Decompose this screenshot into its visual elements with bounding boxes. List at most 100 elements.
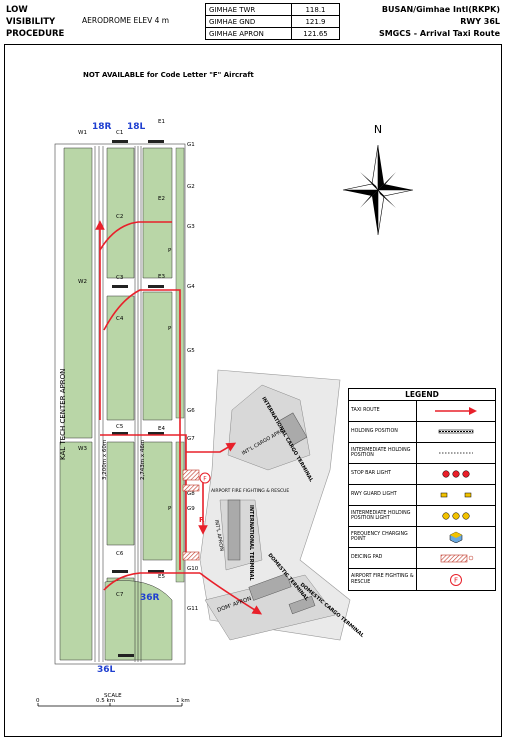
taxiway-g9-label: G9 [187, 506, 195, 512]
runway-label-36l: 36L [97, 665, 116, 675]
title-line: LOW [6, 5, 28, 15]
legend-row: AIRPORT FIRE FIGHTING & RESCUE F [349, 569, 495, 590]
taxiway-g2-label: G2 [187, 184, 195, 190]
taxiway-g6-label: G6 [187, 408, 195, 414]
taxiway-e2-label: E2 [158, 196, 165, 202]
taxi-route [95, 220, 263, 615]
route-segment [186, 442, 237, 453]
taxiway-e1-label: E1 [158, 119, 165, 125]
legend: LEGEND TAXI ROUTE HOLDING POSITION INTER… [348, 388, 496, 591]
domestic-cargo-bldg [288, 595, 316, 615]
grass-area [142, 147, 173, 279]
taxiway-e3-label: E3 [158, 274, 165, 280]
legend-label: HOLDING POSITION [349, 422, 417, 442]
freq-name: GIMHAE APRON [205, 27, 292, 40]
deicing-pad [182, 551, 200, 561]
airfield [54, 143, 186, 665]
legend-row: DEICING PAD [349, 548, 495, 569]
hold-letter: P [168, 326, 172, 332]
rwy-guard-light-icon [417, 485, 495, 505]
taxiway-g10-label: G10 [187, 566, 199, 572]
grass-area [104, 580, 173, 661]
taxiway-w3-label: W3 [78, 446, 87, 452]
scale-tick-label: 0 [36, 698, 40, 704]
taxi-route-icon [417, 401, 495, 421]
intl-terminal-label: INTERNATIONAL TERMINAL [248, 505, 254, 581]
intl-cargo-apron [227, 384, 311, 471]
scale-tick-label: 1 km [176, 698, 190, 704]
holding-position [148, 432, 164, 435]
scale-tick-label: 0.5 km [96, 698, 115, 704]
deicing-pad [182, 469, 200, 481]
grass-area [106, 295, 135, 421]
procedure-name: SMGCS - Arrival Taxi Route [378, 29, 500, 38]
runway-label-18r: 18R [92, 122, 112, 132]
legend-label: DEICING PAD [349, 548, 417, 568]
fire-station-letter: F [203, 476, 207, 483]
taxiway-g11-label: G11 [187, 606, 198, 612]
chart-frame [4, 44, 502, 737]
grass-area [142, 441, 173, 561]
grass-area [106, 441, 135, 546]
intl-cargo-terminal-bldg [278, 412, 308, 446]
taxiway-w1-label: W1 [78, 130, 87, 136]
procedure-title: LOW VISIBILITY PROCEDURE [6, 4, 64, 40]
grass-area [59, 441, 93, 661]
taxiway-labels: C1 C2 C3 C4 C5 C6 C7 E1 E2 E3 E4 E5 G1 G… [78, 119, 199, 612]
intermediate-holding-icon [417, 443, 495, 463]
legend-title: LEGEND [349, 389, 495, 401]
holding-positions [112, 140, 164, 657]
code-f-notice: NOT AVAILABLE for Code Letter "F" Aircra… [83, 71, 254, 79]
chart-identification: BUSAN/Gimhae Intl(RKPK) RWY 36L SMGCS - … [379, 4, 500, 40]
taxiway-c7-label: C7 [116, 592, 124, 598]
airport-name: BUSAN/Gimhae Intl(RKPK) [381, 5, 500, 14]
fire-symbol-letter: F [454, 576, 458, 584]
legend-row: STOP BAR LIGHT [349, 464, 495, 485]
taxiway-c2-label: C2 [116, 214, 123, 220]
hold-letter: P [168, 248, 172, 254]
holding-position [112, 140, 128, 143]
runway-labels: 18R 18L 36R 36L [92, 122, 160, 675]
taxiway-c1-label: C1 [116, 130, 123, 136]
frequency-charging-point-icon [417, 527, 495, 547]
holding-position [148, 140, 164, 143]
intl-terminal-bldg [227, 499, 241, 561]
legend-label: STOP BAR LIGHT [349, 464, 417, 484]
freq-value: 121.65 [291, 27, 340, 40]
legend-row: RWY GUARD LIGHT [349, 485, 495, 506]
legend-row: TAXI ROUTE [349, 401, 495, 422]
grass-area [63, 147, 93, 439]
route-segment [199, 572, 263, 615]
taxiway-g8-label: G8 [187, 491, 195, 497]
grass-area [106, 147, 135, 279]
holding-position [118, 654, 134, 657]
taxiway-c4-label: C4 [116, 316, 124, 322]
holding-position [148, 285, 164, 288]
runway-18l-length: 2,743m x 46m [140, 440, 146, 480]
runway-18r-length: 3,200m x 60m [102, 440, 108, 480]
taxiway-e5-label: E5 [158, 574, 165, 580]
legend-label: TAXI ROUTE [349, 401, 417, 421]
domestic-terminal-bldg [248, 573, 292, 601]
scale-title: SCALE [104, 693, 122, 699]
intl-apron-label: INT'L APRON [213, 519, 224, 551]
title-line: VISIBILITY [6, 17, 56, 27]
route-segment [103, 572, 200, 591]
taxiway-c6-label: C6 [116, 551, 124, 557]
taxiway-w2-label: W2 [78, 279, 87, 285]
route-marker: R [199, 516, 205, 524]
kal-tech-apron-label: KAL TECH CENTER APRON [59, 369, 67, 460]
aerodrome-elevation: AERODROME ELEV 4 m [82, 16, 170, 25]
intl-apron [219, 499, 263, 571]
hold-letter: P [168, 506, 172, 512]
fire-station-icon [199, 472, 211, 484]
holding-position [148, 570, 164, 573]
apron-areas [199, 369, 351, 641]
route-segment [99, 221, 172, 251]
legend-label: FREQUENCY CHARGING POINT [349, 527, 417, 547]
deicing-pad-icon [417, 548, 495, 568]
taxiway-g1-label: G1 [187, 142, 195, 148]
grass-area [142, 291, 173, 421]
